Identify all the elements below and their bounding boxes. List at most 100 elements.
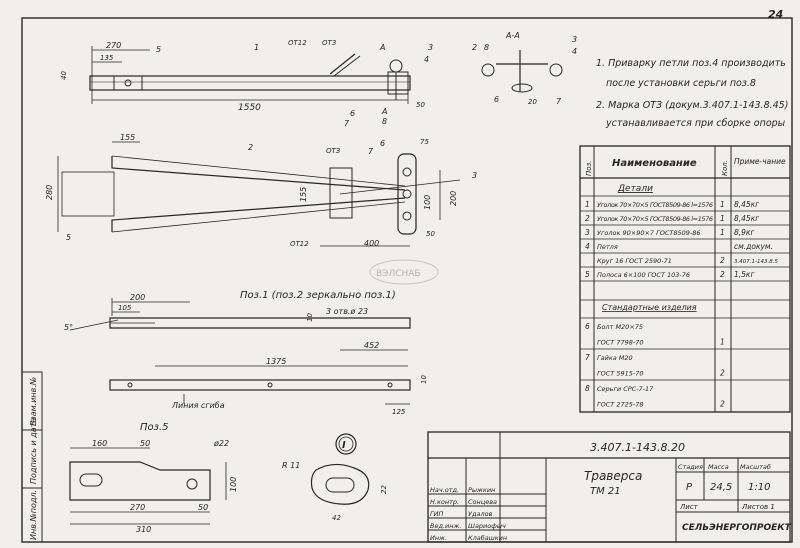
spec-row-qty: 2 [720, 256, 725, 265]
dim-280-plan: 280 [45, 185, 54, 200]
person-role: Н.контр. [430, 498, 459, 506]
dim-10-pos1-a: 10 [306, 313, 314, 322]
dim-d22-pos5: ø22 [213, 439, 229, 448]
person-name: Сонцева [468, 498, 497, 506]
dim-50-pos5-a: 50 [140, 439, 150, 448]
drawing-title: Траверса [584, 469, 642, 483]
spec-row-name: Уголок 70×70×5 ГОСТ8509-86 l=1576 [597, 215, 713, 223]
top-elevation-view: 270 135 1550 50 40 ОТ12 ОТЗ А А 1 5 3 4 … [60, 39, 433, 128]
person-role: Нач.отд. [430, 486, 459, 494]
value-mass: 24,5 [710, 482, 732, 493]
dim-50-top: 50 [416, 101, 425, 109]
title-block-person: Нач.отд.Рыжкин [430, 486, 495, 494]
dim-1375-pos1: 1375 [266, 357, 286, 366]
dim-155-plan: 155 [120, 133, 135, 142]
angle-5deg: 5° [64, 323, 73, 332]
side-stamp-frame [21, 371, 43, 543]
person-role: Инж. [430, 534, 447, 542]
label-otz-top: ОТЗ [322, 39, 337, 47]
title-block-person: Инж. Клабашкин [430, 534, 507, 542]
section-a-a: А-А 20 2 8 3 4 6 7 [472, 31, 577, 106]
pos5-title: Поз.5 [140, 422, 169, 433]
dim-42-detail: 42 [332, 514, 341, 522]
dim-160-pos5: 160 [92, 439, 107, 448]
sheet-frame [21, 17, 793, 543]
spec-row-qty: 1 [720, 200, 725, 209]
side-stamp-inv: Инв.№подл. [29, 490, 38, 540]
spec-row-name: ГОСТ 2725-78 [597, 401, 643, 409]
spec-row-name: Уголок 70×70×5 ГОСТ8509-86 l=1576 [597, 201, 713, 209]
leader-6-section: 6 [494, 95, 499, 104]
leader-5-top: 5 [156, 45, 161, 54]
traverse-beam [89, 75, 411, 91]
title-block-person: Вед.инж.Шариофыч [430, 522, 506, 530]
pos1-title: Поз.1 (поз.2 зеркально поз.1) [240, 290, 396, 301]
spec-row-name: ГОСТ 5915-70 [597, 370, 643, 378]
detail-i-slot [325, 477, 355, 493]
watermark: ВЭЛСНАБ [376, 269, 421, 279]
dim-400-plan: 400 [364, 239, 379, 248]
marker-a-bottom: А [381, 107, 387, 116]
person-name: Шариофыч [468, 522, 506, 530]
note-line-4: устанавливается при сборке опоры [605, 118, 786, 129]
sheet-number: 24 [768, 8, 783, 21]
leader-4-top: 4 [424, 55, 429, 64]
label-scale: Масштаб [740, 463, 771, 471]
spec-row-qty: 1 [720, 228, 725, 237]
dim-135: 135 [100, 54, 114, 62]
spec-row: 6 Болт М20×75 [585, 322, 643, 331]
spec-row-qty: 2 [720, 369, 725, 378]
spec-row-pos: 5 [585, 270, 590, 279]
spec-row-pos: 6 [585, 322, 590, 331]
leader-8-top: 8 [382, 117, 387, 126]
leader-7-plan: 7 [368, 147, 374, 156]
detail-i-outline [310, 463, 370, 505]
plate-pos5-left [113, 75, 143, 91]
leader-4-section: 4 [572, 47, 577, 56]
spec-row-name: Болт М20×75 [597, 323, 643, 331]
leader-1-top: 1 [254, 43, 259, 52]
spec-header-qty: Кол. [721, 160, 729, 176]
drawing-subtitle: ТМ 21 [590, 486, 621, 497]
dim-200-plan: 200 [449, 191, 458, 206]
dim-270: 270 [106, 41, 121, 50]
spec-row-name: Гайка М20 [597, 354, 633, 362]
spec-row-note: 3.407.1-143.8.5 [734, 259, 778, 265]
side-stamp-replace: Взам.инв.№ [29, 377, 38, 426]
leader-2-section: 2 [472, 43, 477, 52]
pos1-top-profile [109, 317, 411, 329]
plate-pos5-right [387, 71, 409, 95]
label-stage: Стадия [678, 463, 703, 471]
spec-row-note: см.докум. [734, 242, 773, 251]
dim-100-pos5: 100 [229, 477, 238, 492]
dim-1550: 1550 [238, 103, 261, 113]
spec-header-pos: Поз. [585, 161, 593, 177]
dim-310-pos5: 310 [136, 525, 151, 534]
spec-row-pos: 1 [585, 200, 590, 209]
title-block-person: Н.контр. Сонцева [430, 498, 497, 506]
dim-100-plan: 100 [423, 195, 432, 210]
spec-row-note: 1,5кг [734, 270, 754, 279]
dim-10-pos1-b: 10 [420, 375, 428, 384]
person-name: Клабашкин [468, 534, 507, 542]
hole-label-pos1: 3 отв.ø 23 [326, 307, 368, 316]
dim-270-pos5: 270 [130, 503, 145, 512]
person-role: ГИП [430, 510, 443, 518]
callout-i-circle [335, 433, 357, 455]
angle-pos1-plan [111, 197, 406, 232]
pos1-view: Поз.1 (поз.2 зеркально поз.1) 200 105 5°… [64, 290, 428, 416]
spec-row-pos: 3 [585, 228, 590, 237]
detail-i: I R 11 22 42 [282, 433, 388, 522]
dim-20-section: 20 [528, 98, 537, 106]
label-ot12-top: ОТ12 [288, 39, 307, 47]
spec-group-standard: Стандартные изделия [602, 303, 697, 312]
spec-row-name: Полоса 6×100 ГОСТ 103-76 [597, 271, 690, 279]
